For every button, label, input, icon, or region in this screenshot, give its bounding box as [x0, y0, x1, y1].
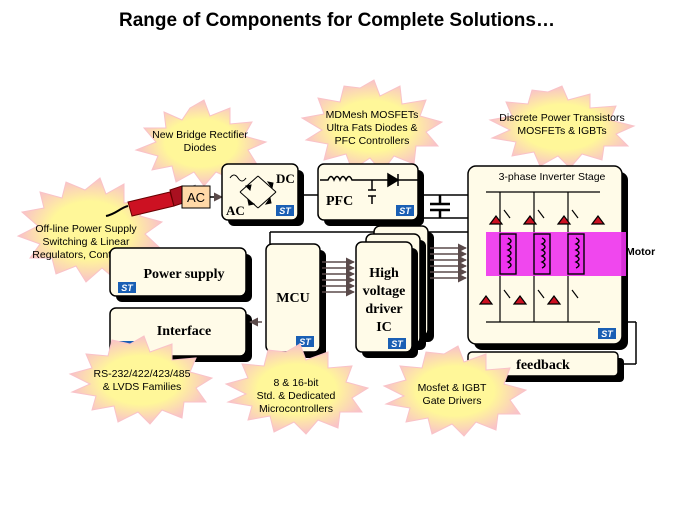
callout-mdmesh-mosfets: MDMesh MOSFETs Ultra Fats Diodes & PFC C… — [300, 79, 444, 173]
rs232-line-1: RS-232/422/423/485 — [94, 368, 191, 380]
svg-text:ST: ST — [121, 283, 134, 293]
mosfet-line-3: PFC Controllers — [335, 135, 410, 147]
driver-ic-stack: High voltage driver IC ST — [355, 225, 434, 358]
driver-line-1: High — [369, 266, 399, 281]
starburst-shape — [224, 343, 370, 435]
callout-microcontrollers: 8 & 16-bit Std. & Dedicated Microcontrol… — [224, 343, 370, 435]
bulk-capacitor-icon — [430, 195, 450, 218]
callout-discrete-transistors: Discrete Power Transistors MOSFETs & IGB… — [488, 85, 636, 169]
mosfet-line-2: Ultra Fats Diodes & — [326, 122, 417, 134]
inductor-icon — [320, 175, 370, 182]
driver-line-4: IC — [376, 320, 392, 335]
motor-label: Motor — [626, 246, 655, 258]
feedback-label: feedback — [516, 358, 570, 373]
svg-text:ST: ST — [279, 206, 292, 216]
diode-icon — [370, 172, 418, 188]
driver-to-inverter-arrows — [430, 243, 467, 283]
svg-text:ST: ST — [299, 337, 312, 347]
st-logo-icon: ST — [296, 336, 314, 347]
bridge-line-2: Diodes — [184, 142, 217, 154]
bridge-line-1: New Bridge Rectifier — [152, 129, 248, 141]
st-logo-icon: ST — [598, 328, 616, 339]
mcu-block: MCU ST — [265, 243, 326, 358]
gate-line-1: Mosfet & IGBT — [418, 382, 487, 394]
svg-text:ST: ST — [391, 339, 404, 349]
svg-text:ST: ST — [601, 329, 614, 339]
rectifier-block: DC AC ST — [221, 163, 304, 226]
inverter-label: 3-phase Inverter Stage — [499, 171, 606, 183]
svg-text:ST: ST — [399, 206, 412, 216]
st-logo-icon: ST — [276, 205, 294, 216]
st-logo-icon: ST — [118, 282, 136, 293]
offline-line-2: Switching & Linear — [43, 236, 130, 248]
driver-line-2: voltage — [363, 284, 406, 299]
st-logo-icon: ST — [396, 205, 414, 216]
sine-wave-icon — [229, 174, 247, 182]
discrete-line-1: Discrete Power Transistors — [499, 112, 624, 124]
starburst-shape — [68, 335, 214, 425]
mosfet-icon — [368, 180, 376, 204]
starburst-shape — [382, 345, 528, 437]
bridge-diode-icon — [239, 175, 277, 209]
gate-line-2: Gate Drivers — [423, 395, 482, 407]
callout-rs232: RS-232/422/423/485 & LVDS Families — [68, 335, 214, 425]
micro-line-1: 8 & 16-bit — [274, 377, 319, 389]
driver-line-3: driver — [365, 302, 402, 317]
discrete-line-2: MOSFETs & IGBTs — [517, 125, 606, 137]
st-logo-icon: ST — [388, 338, 406, 349]
micro-line-3: Microcontrollers — [259, 403, 333, 415]
ac-source-box: AC — [181, 185, 211, 209]
feedback-block: feedback — [467, 351, 624, 382]
micro-line-2: Std. & Dedicated — [257, 390, 336, 402]
rs232-line-2: & LVDS Families — [103, 381, 182, 393]
offline-line-1: Off-line Power Supply — [35, 223, 137, 235]
inverter-stage-block: 3-phase Inverter Stage — [467, 165, 655, 350]
callout-gate-drivers: Mosfet & IGBT Gate Drivers — [382, 345, 528, 437]
wiring — [269, 194, 637, 365]
slide-title: Range of Components for Complete Solutio… — [119, 10, 555, 31]
mosfet-line-1: MDMesh MOSFETs — [326, 109, 419, 121]
interface-label: Interface — [157, 324, 211, 339]
ac-source-label: AC — [187, 190, 205, 205]
mcu-label: MCU — [276, 291, 309, 306]
mcu-to-driver-arrows — [322, 257, 355, 297]
motor-windings-icon — [499, 233, 585, 275]
power-supply-block: Power supply ST — [109, 247, 252, 302]
pfc-block: PFC ST — [317, 163, 424, 226]
power-supply-label: Power supply — [143, 267, 224, 282]
pfc-label: PFC — [326, 194, 353, 209]
rect-ac-label: AC — [226, 203, 245, 218]
rect-dc-label: DC — [276, 171, 295, 186]
